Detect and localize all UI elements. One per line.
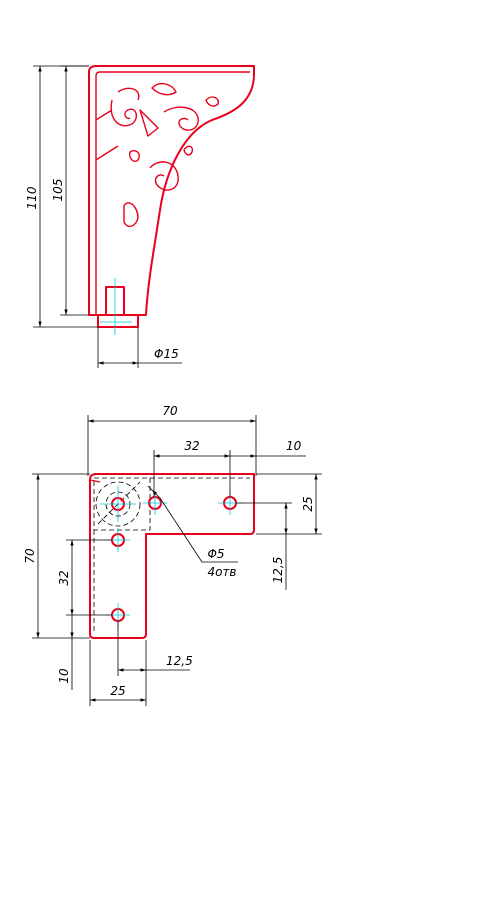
side-dim-105: 105: [51, 179, 65, 202]
leg-inner-line: [95, 71, 250, 315]
top-dim-25-bottom: 25: [110, 684, 125, 698]
top-dim-12-5-right: 12,5: [271, 557, 285, 584]
top-dim-10-v: 10: [57, 668, 71, 684]
top-dim-10-h: 10: [286, 439, 302, 453]
side-dim-110: 110: [25, 186, 39, 209]
top-dim-32-h: 32: [184, 439, 199, 453]
hole-callout-count: 4отв: [207, 565, 236, 579]
ornament: [95, 82, 219, 228]
plate-outline: [89, 473, 255, 639]
top-dim-25-right: 25: [301, 496, 315, 511]
top-dim-70-v: 70: [23, 548, 37, 564]
leg-outline: [88, 65, 255, 316]
pin-base: [97, 314, 139, 328]
hole-callout-diameter: Φ5: [207, 547, 224, 561]
side-view: 110 105 Φ15: [25, 65, 255, 368]
top-dim-32-v: 32: [57, 570, 71, 585]
top-dim-12-5-bottom: 12,5: [166, 654, 193, 668]
top-dim-70-h: 70: [162, 404, 178, 418]
side-dim-d15: Φ15: [154, 347, 179, 361]
top-view: 70 32 10 25 12,5 Φ5 4отв 70: [23, 404, 322, 706]
